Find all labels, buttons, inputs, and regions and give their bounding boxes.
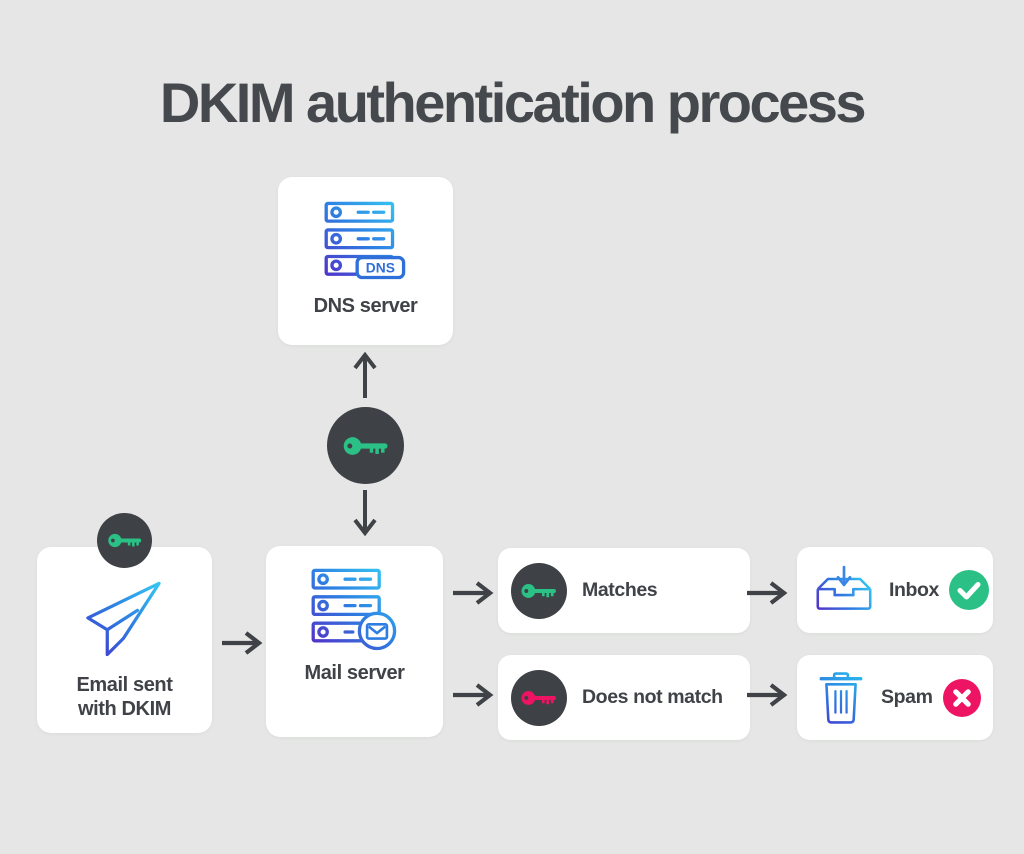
- arrow-down-icon: [353, 490, 377, 537]
- mail-server-node: Mail server: [266, 546, 443, 737]
- dns-server-node: DNS DNS server: [278, 177, 453, 345]
- mail-server-label: Mail server: [304, 662, 405, 684]
- dns-badge-text: DNS: [365, 260, 394, 276]
- mail-server-icon: [311, 568, 396, 651]
- matches-node: Matches: [498, 548, 750, 633]
- dns-server-icon: DNS: [324, 201, 405, 280]
- matches-label: Matches: [582, 579, 658, 601]
- email-sent-node: Email sent with DKIM: [37, 513, 212, 733]
- does-not-match-key-badge: [511, 669, 567, 726]
- paper-plane-icon: [86, 581, 161, 657]
- dkim-key-badge: [327, 407, 404, 484]
- arrow-right-icon: [453, 581, 494, 605]
- key-icon: [521, 690, 556, 705]
- arrow-right-icon: [453, 683, 494, 707]
- matches-key-badge: [511, 562, 567, 619]
- spam-node: Spam: [797, 655, 993, 740]
- x-icon: [942, 678, 981, 717]
- trash-icon: [819, 671, 863, 724]
- email-sent-label: Email sent with DKIM: [76, 673, 172, 721]
- does-not-match-label: Does not match: [582, 686, 723, 708]
- inbox-label: Inbox: [889, 578, 939, 601]
- email-key-badge: [97, 513, 152, 568]
- check-icon: [949, 570, 989, 610]
- does-not-match-node: Does not match: [498, 655, 750, 740]
- arrow-right-icon: [747, 683, 788, 707]
- arrow-up-icon: [353, 351, 377, 398]
- spam-label: Spam: [881, 686, 933, 708]
- key-icon: [521, 583, 556, 598]
- key-icon: [343, 436, 388, 455]
- inbox-tray-icon: [816, 565, 872, 610]
- arrow-right-icon: [747, 581, 788, 605]
- email-sent-label-line2: with DKIM: [77, 698, 172, 720]
- page-title: DKIM authentication process: [159, 71, 867, 134]
- key-icon: [107, 533, 141, 548]
- email-sent-label-line1: Email sent: [76, 674, 173, 696]
- arrow-right-icon: [222, 631, 263, 655]
- inbox-node: Inbox: [797, 547, 993, 633]
- dns-server-label: DNS server: [313, 295, 418, 317]
